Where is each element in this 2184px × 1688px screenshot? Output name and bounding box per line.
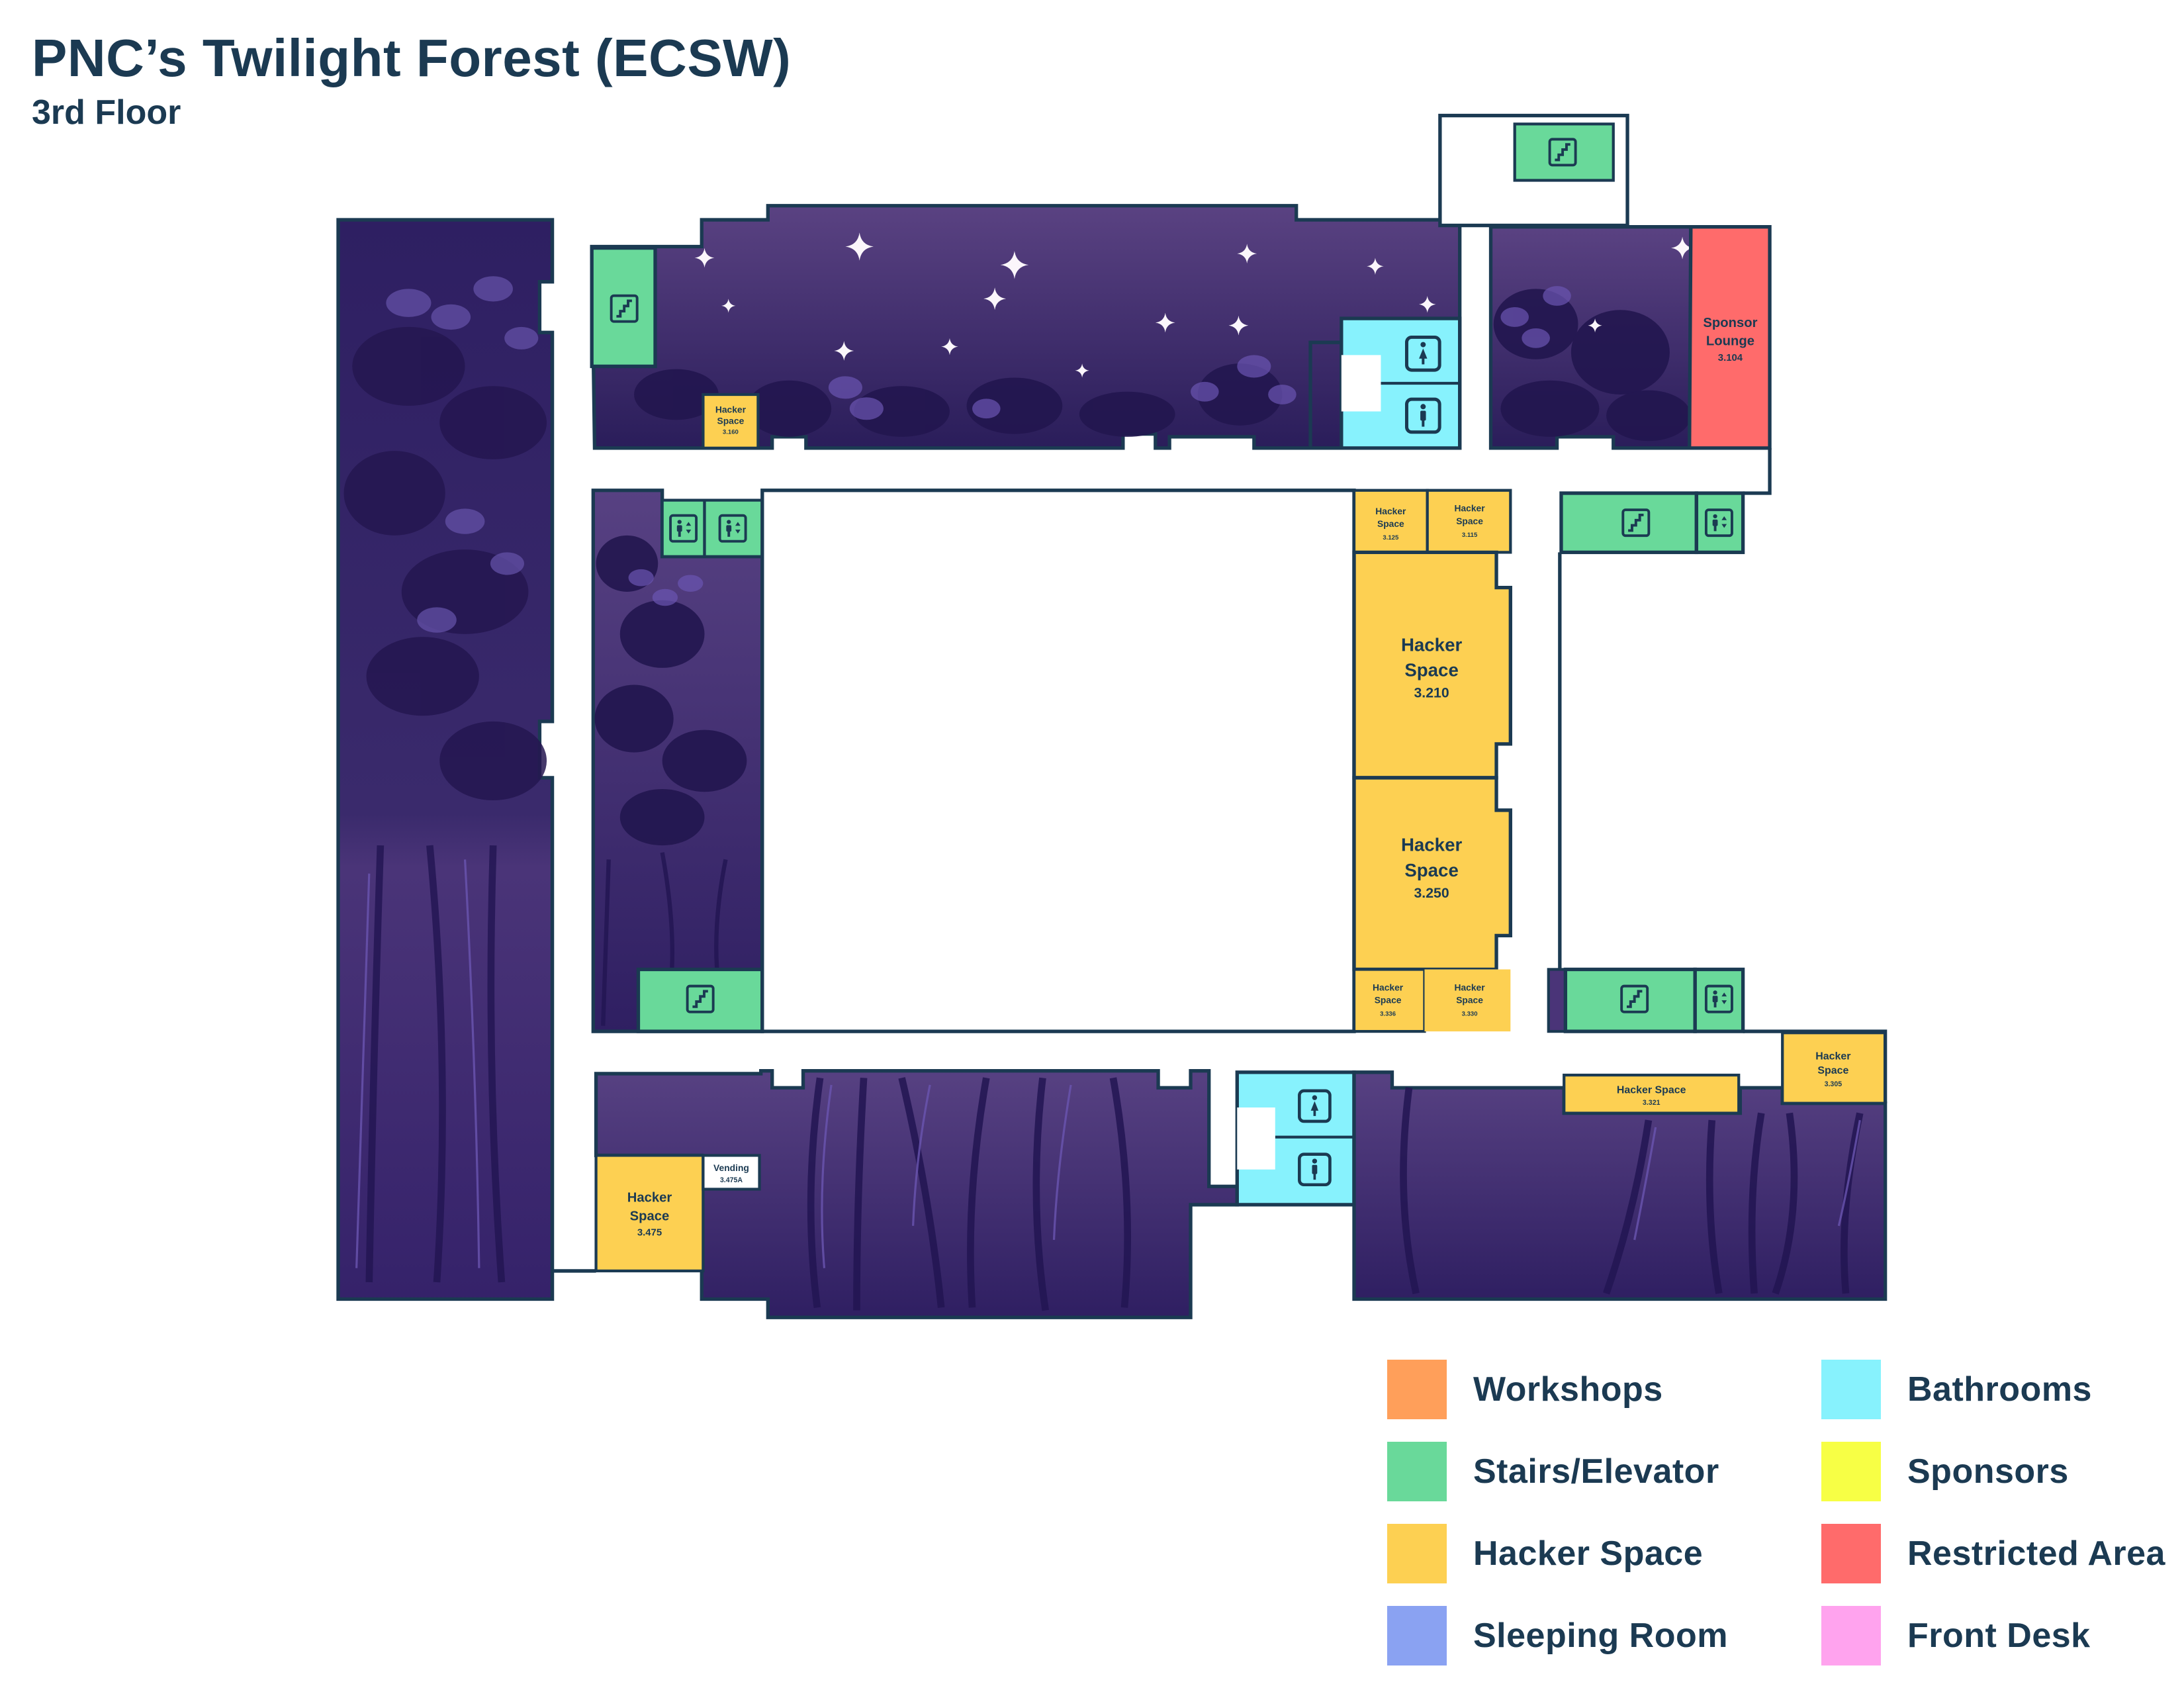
room-hacker-space-3321[interactable]: Hacker Space 3.321 <box>1563 1073 1741 1115</box>
room-hacker-space-3336[interactable]: Hacker Space 3.336 <box>1352 968 1426 1033</box>
left-inner-forest-wing <box>591 489 764 1033</box>
right-lower-stairs-elevator <box>1547 967 1745 1033</box>
legend-label: Hacker Space <box>1473 1534 1704 1573</box>
room-hacker-space-3250[interactable]: Hacker Space 3.250 <box>1352 776 1512 972</box>
bottom-right-forest-wing <box>1352 1070 1888 1301</box>
svg-text:Space: Space <box>1377 518 1404 529</box>
top-right-forest-wing <box>1488 225 1694 450</box>
svg-text:Hacker: Hacker <box>1815 1051 1850 1062</box>
page-title: PNC’s Twilight Forest (ECSW) <box>32 28 792 87</box>
svg-text:Space: Space <box>1375 995 1402 1006</box>
top-left-stairs <box>590 246 657 369</box>
svg-text:Hacker: Hacker <box>1455 503 1486 514</box>
legend-label: Workshops <box>1473 1370 1663 1409</box>
legend-item-front-desk: Front Desk <box>1821 1606 2184 1665</box>
legend-label: Sleeping Room <box>1473 1617 1728 1655</box>
svg-text:Hacker Space: Hacker Space <box>1617 1085 1686 1096</box>
inner-courtyard <box>760 489 1356 1033</box>
svg-text:3.336: 3.336 <box>1380 1011 1396 1018</box>
legend-swatch <box>1821 1606 1881 1665</box>
room-hacker-space-3160[interactable]: Hacker Space 3.160 <box>702 393 760 450</box>
left-inner-elevators <box>660 498 764 558</box>
svg-text:Hacker: Hacker <box>715 404 747 415</box>
legend-label: Sponsors <box>1907 1452 2069 1491</box>
svg-text:Vending: Vending <box>713 1162 749 1173</box>
legend-label: Bathrooms <box>1907 1370 2092 1409</box>
svg-text:3.330: 3.330 <box>1462 1011 1478 1018</box>
legend-item-restricted-area: Restricted Area <box>1821 1524 2184 1583</box>
svg-text:3.250: 3.250 <box>1414 885 1449 901</box>
room-hacker-space-3115[interactable]: Hacker Space 3.115 <box>1426 489 1512 554</box>
legend-label: Restricted Area <box>1907 1534 2165 1573</box>
svg-text:3.305: 3.305 <box>1825 1080 1843 1088</box>
legend-swatch <box>1821 1360 1881 1419</box>
svg-text:Space: Space <box>1456 995 1483 1006</box>
legend-swatch <box>1387 1360 1447 1419</box>
svg-text:Space: Space <box>630 1209 670 1223</box>
legend-item-hacker-space: Hacker Space <box>1387 1524 1821 1583</box>
legend-label: Front Desk <box>1907 1617 2091 1655</box>
svg-text:Hacker: Hacker <box>1401 634 1463 655</box>
room-hacker-space-3330[interactable]: Hacker Space 3.330 <box>1424 969 1511 1032</box>
legend-item-sleeping-room: Sleeping Room <box>1387 1606 1821 1665</box>
room-hacker-space-3210[interactable]: Hacker Space 3.210 <box>1352 550 1512 780</box>
svg-text:Space: Space <box>1456 516 1483 526</box>
svg-text:Sponsor: Sponsor <box>1703 316 1757 330</box>
svg-text:3.160: 3.160 <box>723 429 739 436</box>
svg-text:Lounge: Lounge <box>1706 334 1754 348</box>
legend-item-workshops: Workshops <box>1387 1360 1821 1419</box>
svg-text:Hacker: Hacker <box>627 1191 672 1205</box>
svg-text:3.475A: 3.475A <box>720 1176 743 1184</box>
legend-swatch <box>1821 1524 1881 1583</box>
legend-item-bathrooms: Bathrooms <box>1821 1360 2184 1419</box>
room-sponsor-lounge-3104[interactable]: Sponsor Lounge 3.104 <box>1688 225 1772 450</box>
top-right-stair-annex <box>1438 113 1629 228</box>
svg-text:Hacker: Hacker <box>1375 506 1406 516</box>
legend-item-sponsors: Sponsors <box>1821 1442 2184 1501</box>
svg-text:3.475: 3.475 <box>637 1228 662 1239</box>
room-hacker-space-3125[interactable]: Hacker Space 3.125 <box>1352 489 1429 554</box>
svg-text:3.125: 3.125 <box>1383 534 1399 541</box>
svg-text:Hacker: Hacker <box>1455 982 1486 992</box>
svg-text:3.115: 3.115 <box>1462 532 1478 539</box>
svg-text:Space: Space <box>1404 660 1458 680</box>
legend-swatch <box>1387 1606 1447 1665</box>
legend-swatch <box>1821 1442 1881 1501</box>
bottom-corridor-outline <box>1743 1029 1888 1103</box>
bottom-bathrooms <box>1235 1070 1356 1207</box>
left-forest-column <box>336 218 555 1301</box>
top-sky-wing <box>590 204 1462 450</box>
svg-text:Hacker: Hacker <box>1401 835 1463 855</box>
svg-text:Space: Space <box>1817 1065 1848 1076</box>
legend: Workshops Bathrooms Stairs/Elevator Spon… <box>1387 1360 2184 1665</box>
legend-swatch <box>1387 1442 1447 1501</box>
bottom-left-forest-wing <box>594 1069 1239 1319</box>
svg-text:3.321: 3.321 <box>1643 1099 1661 1107</box>
room-hacker-space-3475[interactable]: Hacker Space 3.475 <box>594 1154 705 1273</box>
floor-subtitle: 3rd Floor <box>32 93 181 132</box>
right-upper-stairs-elevator <box>1559 491 1745 555</box>
legend-swatch <box>1387 1524 1447 1583</box>
top-right-corridor-outline <box>1743 447 1772 495</box>
legend-label: Stairs/Elevator <box>1473 1452 1719 1491</box>
svg-text:Hacker: Hacker <box>1373 982 1404 992</box>
top-bathrooms <box>1340 316 1462 450</box>
legend-item-stairs-elevator: Stairs/Elevator <box>1387 1442 1821 1501</box>
left-inner-stairs <box>636 967 764 1033</box>
svg-text:Space: Space <box>1404 860 1458 880</box>
svg-text:3.210: 3.210 <box>1414 685 1449 701</box>
room-hacker-space-3305[interactable]: Hacker Space 3.305 <box>1781 1031 1887 1105</box>
room-vending-3475a[interactable]: Vending 3.475A <box>702 1154 761 1191</box>
svg-text:Space: Space <box>717 416 745 426</box>
svg-text:3.104: 3.104 <box>1718 353 1743 363</box>
